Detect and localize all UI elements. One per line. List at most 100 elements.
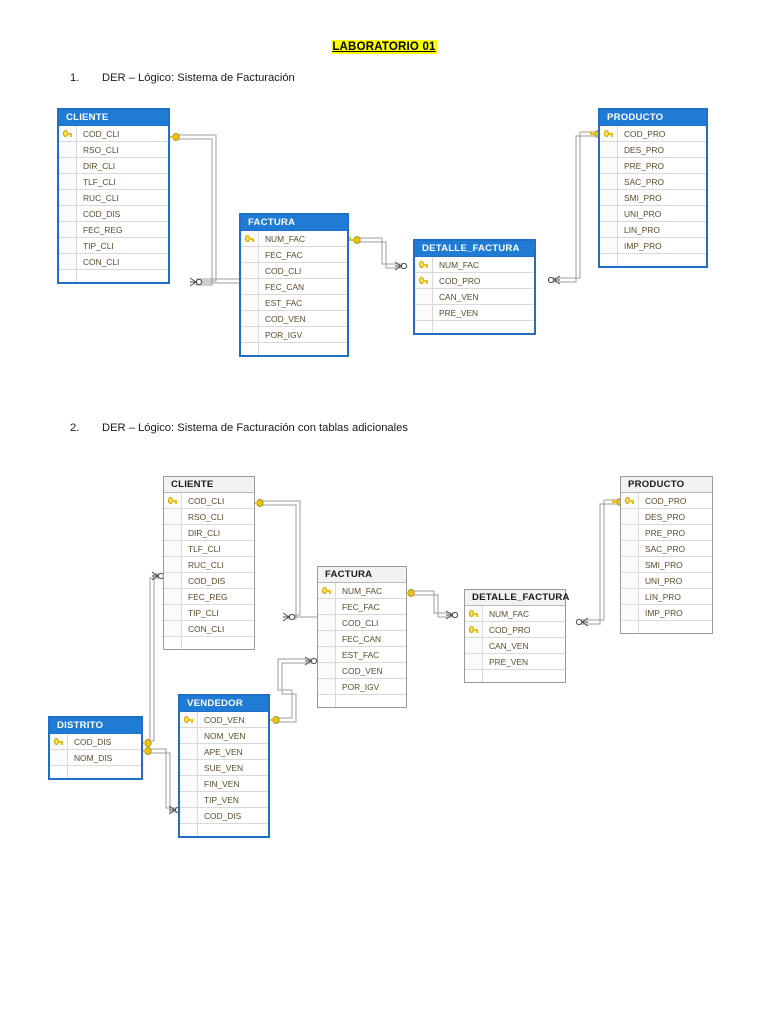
er-field-name: TLF_CLI [188, 543, 221, 554]
er-field-row[interactable]: EST_FAC [318, 647, 406, 663]
er-field-row[interactable]: EST_FAC [241, 295, 347, 311]
er-field-row[interactable]: COD_CLI [318, 615, 406, 631]
er-field-row[interactable]: COD_DIS [59, 206, 168, 222]
er-field-row[interactable]: COD_CLI [241, 263, 347, 279]
er-field-row[interactable]: PRE_VEN [465, 654, 565, 670]
er-table-title-distrito: DISTRITO [50, 718, 141, 733]
er-field-row[interactable]: COD_VEN [180, 712, 268, 728]
er-field-row[interactable]: COD_CLI [59, 126, 168, 142]
er-field-row[interactable]: TIP_VEN [180, 792, 268, 808]
er-field-row[interactable]: SMI_PRO [600, 190, 706, 206]
er-field-row[interactable]: UNI_PRO [621, 573, 712, 589]
er-field-row[interactable]: COD_PRO [600, 126, 706, 142]
field-marker-cell [50, 750, 68, 765]
er-field-row[interactable]: RUC_CLI [164, 557, 254, 573]
er-field-row[interactable]: PRE_PRO [600, 158, 706, 174]
er-field-name: SMI_PRO [624, 192, 662, 203]
er-empty-row [59, 270, 168, 282]
er-field-row[interactable]: FEC_FAC [241, 247, 347, 263]
er-field-row[interactable]: POR_IGV [318, 679, 406, 695]
er-field-row[interactable]: COD_DIS [180, 808, 268, 824]
er-field-row[interactable]: COD_DIS [50, 734, 141, 750]
er-field-row[interactable]: COD_PRO [415, 273, 534, 289]
key-icon [419, 261, 428, 268]
er-field-row[interactable]: COD_CLI [164, 493, 254, 509]
er-field-row[interactable]: FEC_FAC [318, 599, 406, 615]
er-field-row[interactable]: POR_IGV [241, 327, 347, 343]
er-field-name: RUC_CLI [188, 559, 224, 570]
er-field-row[interactable]: RUC_CLI [59, 190, 168, 206]
field-marker-cell [621, 541, 639, 556]
er-field-name: LIN_PRO [645, 591, 681, 602]
er-field-row[interactable]: FEC_REG [59, 222, 168, 238]
er-field-row[interactable]: IMP_PRO [621, 605, 712, 621]
er-field-name: TIP_CLI [188, 607, 219, 618]
er-field-row[interactable]: SAC_PRO [600, 174, 706, 190]
er-field-row[interactable]: COD_VEN [318, 663, 406, 679]
er-field-row[interactable]: COD_VEN [241, 311, 347, 327]
er-field-name: IMP_PRO [624, 240, 662, 251]
er-field-row[interactable]: SMI_PRO [621, 557, 712, 573]
er-field-row[interactable]: TLF_CLI [164, 541, 254, 557]
er-field-row[interactable]: FEC_REG [164, 589, 254, 605]
er-field-row[interactable]: FEC_CAN [241, 279, 347, 295]
er-field-row[interactable]: PRE_VEN [415, 305, 534, 321]
er-field-row[interactable]: PRE_PRO [621, 525, 712, 541]
er-field-row[interactable]: NOM_VEN [180, 728, 268, 744]
er-field-row[interactable]: CON_CLI [164, 621, 254, 637]
er-field-row[interactable]: COD_PRO [465, 622, 565, 638]
er-field-row[interactable]: APE_VEN [180, 744, 268, 760]
er-field-row[interactable]: SUE_VEN [180, 760, 268, 776]
key-icon [245, 235, 254, 242]
er-field-row[interactable]: UNI_PRO [600, 206, 706, 222]
er-field-row[interactable]: NUM_FAC [465, 606, 565, 622]
er-field-row[interactable]: DIR_CLI [164, 525, 254, 541]
er-field-row[interactable]: DES_PRO [621, 509, 712, 525]
er-field-row[interactable]: DIR_CLI [59, 158, 168, 174]
section-item-2: 2.DER – Lógico: Sistema de Facturación c… [70, 422, 408, 434]
er-field-row[interactable]: LIN_PRO [600, 222, 706, 238]
er-field-row[interactable]: FEC_CAN [318, 631, 406, 647]
er-field-row[interactable]: COD_PRO [621, 493, 712, 509]
er-field-row[interactable]: TIP_CLI [59, 238, 168, 254]
er-field-row[interactable]: COD_DIS [164, 573, 254, 589]
er-field-name: NOM_DIS [74, 752, 113, 763]
er-field-row[interactable]: CAN_VEN [465, 638, 565, 654]
er-field-name: COD_DIS [204, 810, 242, 821]
er-field-name: RUC_CLI [83, 192, 119, 203]
er-field-name: COD_CLI [342, 617, 379, 628]
er-field-row[interactable]: TLF_CLI [59, 174, 168, 190]
er-field-name: CAN_VEN [439, 291, 479, 302]
er-field-row[interactable]: IMP_PRO [600, 238, 706, 254]
er-field-row[interactable]: TIP_CLI [164, 605, 254, 621]
er-field-row[interactable]: CAN_VEN [415, 289, 534, 305]
er-table-title-cliente2: CLIENTE [164, 477, 254, 493]
er-field-row[interactable]: NUM_FAC [318, 583, 406, 599]
er-field-row[interactable]: SAC_PRO [621, 541, 712, 557]
er-empty-row [415, 321, 534, 333]
field-marker-cell [600, 174, 618, 189]
er-field-row[interactable]: CON_CLI [59, 254, 168, 270]
er-field-row[interactable]: RSO_CLI [164, 509, 254, 525]
er-field-row[interactable]: NUM_FAC [415, 257, 534, 273]
er-field-row[interactable]: LIN_PRO [621, 589, 712, 605]
er-field-row[interactable]: NOM_DIS [50, 750, 141, 766]
er-field-name: SMI_PRO [645, 559, 683, 570]
er-field-row[interactable]: NUM_FAC [241, 231, 347, 247]
er-field-row[interactable]: DES_PRO [600, 142, 706, 158]
er-field-name: CAN_VEN [489, 640, 529, 651]
field-marker-cell [621, 605, 639, 620]
er-field-row[interactable]: FIN_VEN [180, 776, 268, 792]
field-marker-cell [318, 679, 336, 694]
er-field-row[interactable]: RSO_CLI [59, 142, 168, 158]
